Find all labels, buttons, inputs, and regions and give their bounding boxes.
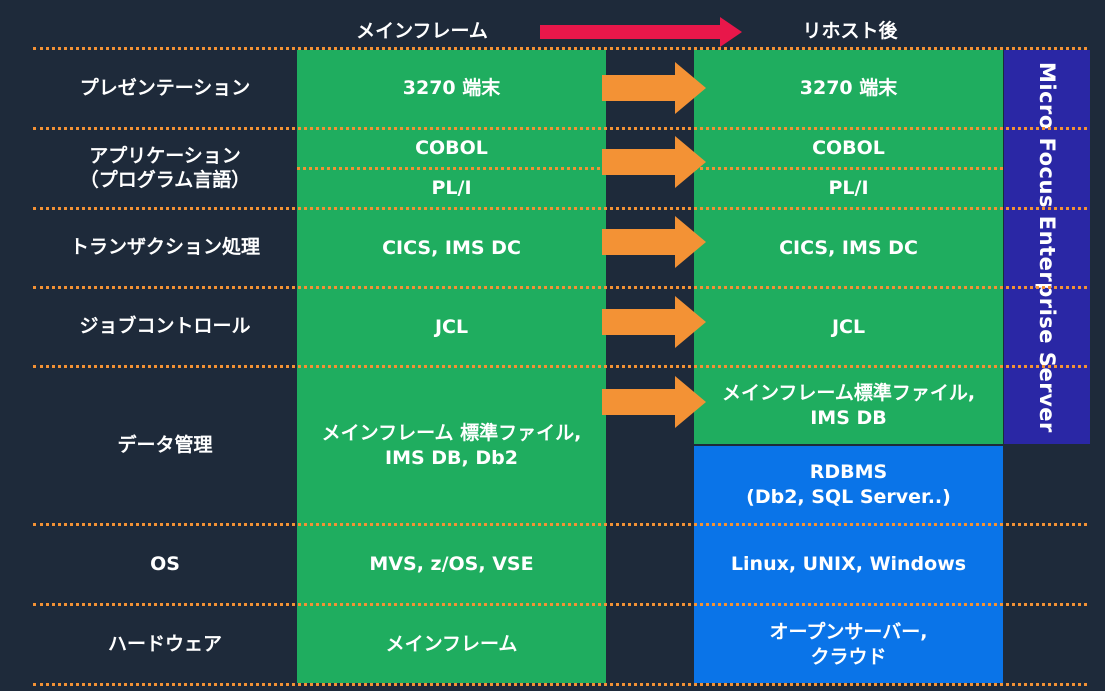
separator (33, 523, 1087, 526)
migration-arrow-job (602, 296, 706, 348)
mainframe-pli: PL/I (431, 177, 472, 200)
separator (33, 365, 1087, 368)
inner-separator (694, 167, 1003, 170)
rehost-data-files: メインフレーム標準ファイル, IMS DB (721, 382, 976, 429)
inner-separator (297, 167, 606, 170)
migration-arrow-data (602, 376, 706, 428)
row-label-presentation: プレゼンテーション (79, 76, 251, 99)
row-label-data: データ管理 (117, 433, 213, 456)
separator (33, 127, 1087, 130)
mainframe-cobol: COBOL (415, 137, 488, 160)
header-rehost: リホスト後 (802, 20, 898, 42)
rehost-pli: PL/I (828, 177, 869, 200)
enterprise-server-band (1004, 50, 1090, 444)
separator (33, 207, 1087, 210)
rehost-job: JCL (831, 315, 866, 338)
separator (33, 603, 1087, 606)
row-label-os: OS (150, 552, 180, 575)
mainframe-transaction: CICS, IMS DC (382, 236, 521, 259)
rehost-column-lower (694, 446, 1003, 683)
mainframe-hardware: メインフレーム (385, 633, 518, 656)
separator (33, 47, 1087, 50)
rehost-os: Linux, UNIX, Windows (730, 553, 967, 576)
mainframe-job: JCL (434, 315, 469, 338)
header-mainframe: メインフレーム (356, 20, 488, 42)
row-label-application: アプリケーション （プログラム言語） (79, 144, 251, 191)
separator (33, 286, 1087, 289)
rehost-cobol: COBOL (812, 137, 885, 160)
mainframe-os: MVS, z/OS, VSE (369, 553, 534, 576)
rehost-presentation: 3270 端末 (799, 77, 898, 100)
mainframe-data: メインフレーム 標準ファイル, IMS DB, Db2 (321, 421, 582, 469)
row-label-transaction: トランザクション処理 (69, 236, 260, 259)
row-label-job: ジョブコントロール (79, 315, 251, 338)
mainframe-presentation: 3270 端末 (402, 77, 501, 100)
rehost-data-rdbms: RDBMS (Db2, SQL Server..) (746, 460, 951, 508)
row-label-hardware: ハードウェア (107, 632, 222, 655)
migration-arrow-application (602, 136, 706, 188)
rehost-column-upper (694, 50, 1003, 444)
migration-arrow-transaction (602, 216, 706, 268)
migration-arrow-presentation (602, 62, 706, 114)
separator (33, 683, 1087, 686)
rehost-transaction: CICS, IMS DC (779, 236, 918, 259)
rehost-hardware: オープンサーバー, クラウド (769, 620, 928, 668)
header-red-arrow (540, 17, 742, 47)
enterprise-server-label: Micro Focus Enterprise Server (1035, 61, 1059, 433)
